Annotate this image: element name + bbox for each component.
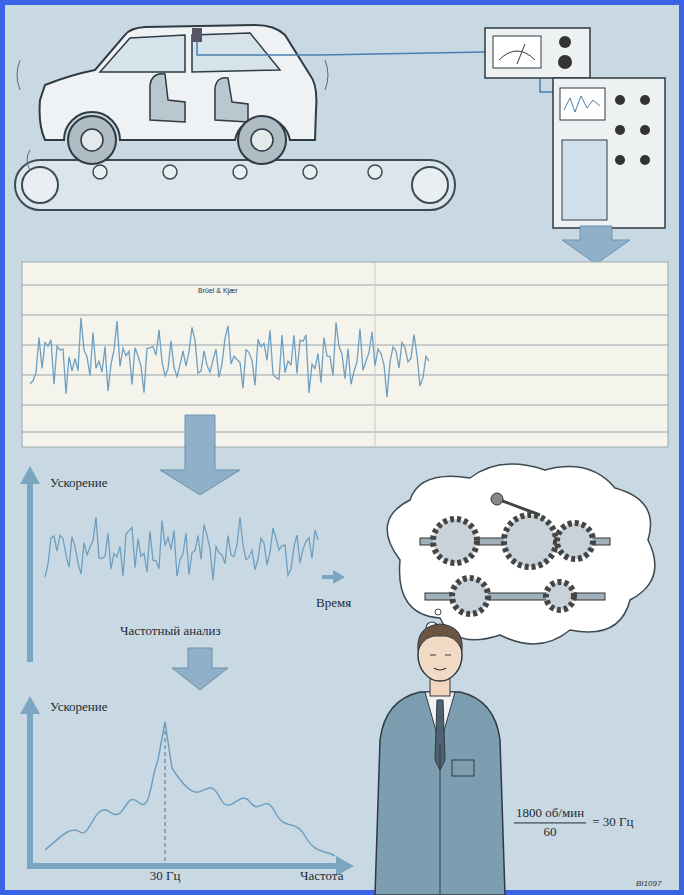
time-axis-part: [20, 466, 40, 484]
conveyor-part: [368, 165, 382, 179]
vibration-trace: [30, 318, 429, 397]
gearbox-part: [546, 582, 574, 610]
brand-logo: Brüel & Kjær: [196, 287, 240, 295]
meter-part: [558, 55, 572, 69]
zoom-arrow-part: [160, 415, 240, 495]
chart-paper-part: [22, 262, 668, 447]
car-part: [68, 116, 116, 164]
meter: [485, 28, 590, 78]
thought-bubble-part: [435, 609, 441, 615]
gearbox-part: [491, 493, 503, 505]
level-recorder-part: [615, 95, 625, 105]
meter-part: [559, 36, 571, 48]
axis-label: Время: [316, 596, 351, 611]
sensor-cable: [192, 28, 555, 92]
level-recorder-part: [615, 155, 625, 165]
time-axis-part: [322, 575, 334, 579]
sensor-cable-part: [197, 42, 485, 55]
process-label: Частотный анализ: [120, 624, 221, 639]
meter-part: [485, 28, 590, 78]
gearbox-part: [500, 500, 540, 515]
conveyor-part: [93, 165, 107, 179]
flow-arrow-part: [562, 226, 630, 264]
car-part: [215, 78, 248, 122]
gearbox-part: [433, 519, 477, 563]
level-recorder-part: [562, 140, 607, 220]
flow-arrow: [562, 226, 630, 264]
thought-bubble-part: [387, 464, 655, 644]
car: [17, 25, 328, 170]
level-recorder-part: [553, 78, 665, 228]
chart-paper-part: [22, 285, 668, 286]
engineer-part: [418, 624, 462, 650]
conveyor-part: [303, 165, 317, 179]
level-recorder-part: [615, 125, 625, 135]
axis-label: Частота: [300, 869, 343, 884]
vibration-trace-detail: [45, 517, 318, 580]
level-recorder: [553, 78, 665, 228]
level-recorder-part: [640, 125, 650, 135]
gearbox-part: [452, 578, 488, 614]
car-part: [192, 33, 280, 72]
chart-paper-part: [22, 405, 668, 406]
car-part: [238, 116, 286, 164]
gearbox: [420, 493, 610, 614]
gearbox-part: [504, 515, 556, 567]
fraction-denominator: 60: [544, 825, 557, 840]
level-recorder-part: [564, 96, 600, 112]
analysis-arrow-part: [172, 648, 228, 690]
frequency-mark: 30 Гц: [150, 869, 181, 884]
axis-label: Ускорение: [50, 476, 108, 491]
car-part: [100, 35, 185, 72]
time-axis-part: [333, 570, 345, 584]
car-part: [17, 60, 328, 170]
analysis-arrow: [172, 648, 228, 690]
spectrum-axes: [20, 696, 354, 876]
spectrum-axes-part: [20, 696, 40, 714]
level-recorder-part: [640, 155, 650, 165]
fraction-numerator: 1800 об/мин: [516, 806, 584, 821]
figure-code: BI1097: [636, 879, 661, 888]
car-part: [81, 129, 103, 151]
spectrum-axes-part: [165, 724, 166, 862]
conveyor-part: [233, 165, 247, 179]
spectrum-axes-part: [45, 722, 335, 856]
meter-part: [499, 51, 535, 60]
zoom-arrow: [160, 415, 240, 495]
conveyor: [15, 160, 455, 210]
spectrum-axes-part: [27, 712, 33, 866]
fraction-result: = 30 Гц: [592, 815, 633, 830]
axis-label: Ускорение: [50, 700, 108, 715]
car-part: [251, 129, 273, 151]
conveyor-part: [15, 160, 455, 210]
conveyor-part: [412, 167, 448, 203]
car-part: [150, 74, 185, 122]
thought-bubble: [387, 464, 655, 644]
fraction-bar: [514, 822, 586, 823]
engineer-part: [430, 655, 451, 670]
time-axis: [20, 466, 345, 662]
level-recorder-part: [560, 88, 605, 120]
chart-paper-part: [22, 315, 668, 316]
meter-part: [517, 44, 525, 64]
chart-paper: [22, 262, 668, 447]
engineer-part: [452, 760, 474, 776]
gearbox-part: [557, 523, 593, 559]
engineer-part: [440, 745, 441, 895]
meter-part: [493, 36, 541, 68]
sensor-cable-part: [192, 28, 202, 42]
engineer-part: [375, 692, 505, 895]
engineer: [375, 624, 505, 895]
spectrum-axes-part: [27, 863, 338, 869]
chart-paper-part: [22, 432, 668, 433]
time-axis-part: [27, 482, 33, 662]
level-recorder-part: [640, 95, 650, 105]
conveyor-part: [163, 165, 177, 179]
conveyor-part: [22, 167, 58, 203]
